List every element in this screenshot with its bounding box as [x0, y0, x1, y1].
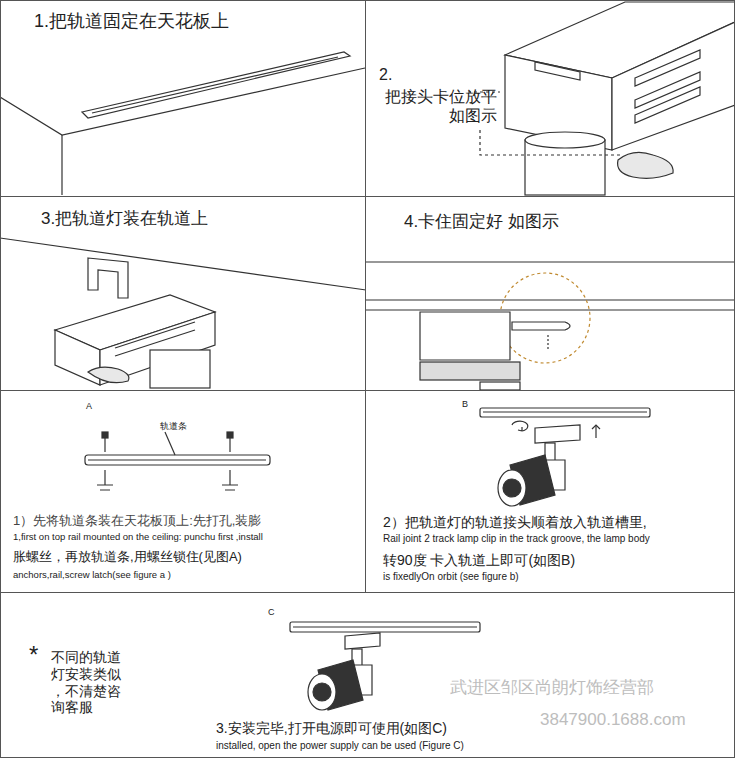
- instruction-text: Rail joint 2 track lamp clip in the trac…: [383, 533, 650, 545]
- instruction-panel: 2）把轨道灯的轨道接头顺着放入轨道槽里, Rail joint 2 track l…: [365, 390, 735, 593]
- watermark: 武进区邹区尚朗灯饰经营部: [450, 678, 654, 698]
- instruction-text: *: [29, 641, 38, 670]
- instruction-panel: 1.把轨道固定在天花板上: [0, 0, 366, 197]
- instruction-text: 把接头卡位放平 如图示: [379, 87, 497, 125]
- figure-letter: B: [462, 399, 468, 410]
- part-name: 轨道条: [160, 421, 187, 432]
- text-line: 灯安装类似: [51, 666, 121, 683]
- instruction-text: anchors,rail,screw latch(see figure a ): [13, 569, 171, 580]
- figure-letter: C: [268, 607, 275, 618]
- instruction-text: 3.把轨道灯装在轨道上: [41, 209, 208, 229]
- figure-letter: A: [86, 401, 92, 412]
- instruction-text: 4.卡住固定好 如图示: [404, 212, 559, 232]
- instruction-text: installed, open the power supply can be …: [216, 740, 464, 752]
- instruction-panel: 2. 把接头卡位放平 如图示: [365, 0, 735, 197]
- instruction-panel: 3.把轨道灯装在轨道上: [0, 196, 366, 391]
- figure-b-spotlight: [480, 408, 650, 506]
- instruction-panel: 1）先将轨道条装在天花板顶上:先打孔,装膨 1,first on top rail…: [0, 390, 366, 593]
- connector-figure: [468, 2, 735, 195]
- instruction-text: 3.安装完毕,打开电源即可使用(如图C): [216, 720, 447, 737]
- figure-a-rail-screws: [85, 432, 270, 490]
- instruction-text: 2.: [379, 65, 392, 84]
- text-line: ，不清楚咨: [51, 683, 121, 700]
- instruction-text: 不同的轨道 灯安装类似 ，不清楚咨 询客服: [51, 649, 121, 716]
- instruction-panel: * 不同的轨道 灯安装类似 ，不清楚咨 询客服 3.安装完毕,打开电源即可使用(如图…: [0, 592, 735, 758]
- watermark: 3847900.1688.com: [540, 710, 686, 730]
- instruction-text: is fixedlyOn orbit (see figure b): [383, 571, 519, 583]
- ceiling-rail-figure: [0, 52, 365, 195]
- text-line: 把接头卡位放平: [379, 87, 497, 106]
- instruction-text: 1,first on top rail mounted on the ceili…: [13, 531, 263, 542]
- locked-connector-figure: [366, 262, 735, 390]
- text-line: 如图示: [379, 106, 497, 125]
- instruction-text: 1.把轨道固定在天花板上: [34, 11, 229, 33]
- text-line: 不同的轨道: [51, 649, 121, 666]
- rail-insert-figure: [0, 238, 366, 388]
- instruction-text: 胀螺丝，再放轨道条,用螺丝锁住(见图A): [13, 549, 242, 565]
- instruction-text: 转90度 卡入轨道上即可(如图B): [383, 552, 575, 569]
- text-line: 询客服: [51, 699, 121, 716]
- instruction-text: 2）把轨道灯的轨道接头顺着放入轨道槽里,: [383, 514, 647, 531]
- instruction-panel: 4.卡住固定好 如图示: [365, 196, 735, 391]
- instruction-text: 1）先将轨道条装在天花板顶上:先打孔,装膨: [13, 513, 261, 529]
